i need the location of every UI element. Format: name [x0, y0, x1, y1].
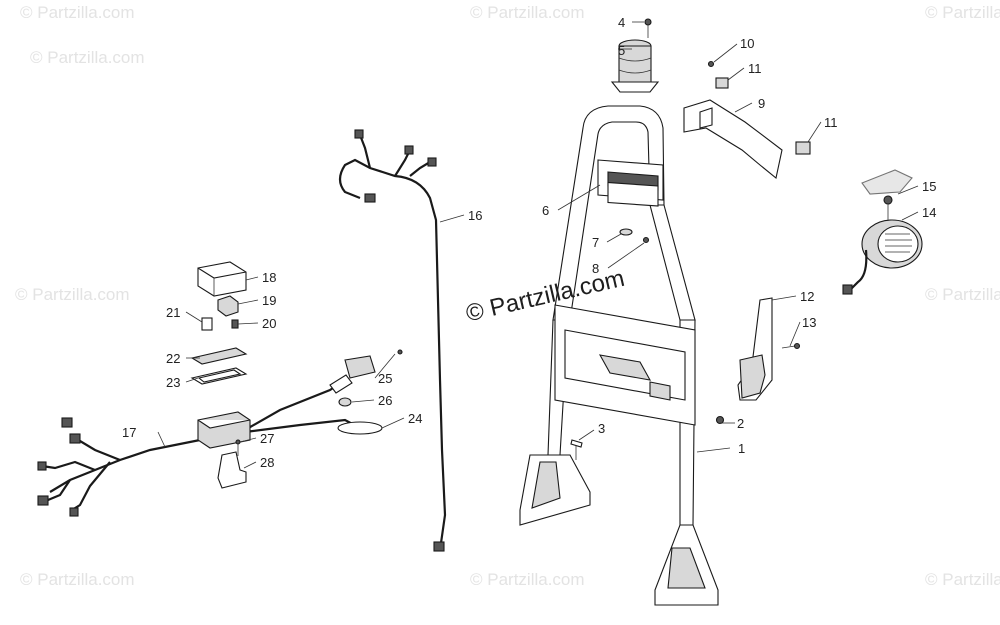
- lens-24: [337, 421, 383, 435]
- callout-14: 14: [922, 205, 936, 220]
- bulb-26: [338, 397, 352, 407]
- callout-5: 5: [618, 43, 625, 58]
- callout-22: 22: [166, 351, 180, 366]
- callout-13: 13: [802, 315, 816, 330]
- fuse-20: [231, 319, 239, 329]
- callout-24: 24: [408, 411, 422, 426]
- fuse-block: [197, 411, 251, 449]
- callout-21: 21: [166, 305, 180, 320]
- callout-3: 3: [598, 421, 605, 436]
- clip-11a: [715, 77, 729, 89]
- relay-19: [217, 295, 239, 317]
- watermark: © Partzilla.com: [20, 3, 135, 22]
- watermark: © Partzilla.com: [470, 570, 585, 589]
- callout-4: 4: [618, 15, 625, 30]
- harness-17: [37, 374, 368, 517]
- screw-13: [781, 342, 801, 350]
- gasket-23: [190, 367, 248, 385]
- watermark: © Partzilla.com: [470, 3, 585, 22]
- callout-11: 11: [748, 61, 762, 76]
- callout-9: 9: [758, 96, 765, 111]
- callout-1: 1: [738, 441, 745, 456]
- callout-7: 7: [592, 235, 599, 250]
- socket-25: [344, 349, 403, 379]
- bracket-28: [217, 451, 247, 489]
- screw-10: [707, 60, 715, 68]
- callout-8: 8: [592, 261, 599, 276]
- callout-27: 27: [260, 431, 274, 446]
- bolt-2: [715, 415, 725, 425]
- callout-11: 11: [824, 115, 838, 130]
- callout-6: 6: [542, 203, 549, 218]
- bracket-15: [861, 169, 913, 220]
- callout-10: 10: [740, 36, 754, 51]
- watermark: © Partzilla.com: [925, 285, 1000, 304]
- callout-12: 12: [800, 289, 814, 304]
- nut-8: [642, 236, 650, 244]
- watermark: © Partzilla.com: [20, 570, 135, 589]
- rack-frame: [519, 105, 719, 606]
- relay-box-18: [197, 261, 247, 297]
- watermark: © Partzilla.com: [925, 3, 1000, 22]
- watermark-layer: © Partzilla.com © Partzilla.com © Partzi…: [15, 3, 1000, 589]
- callout-18: 18: [262, 270, 276, 285]
- callout-2: 2: [737, 416, 744, 431]
- callout-17: 17: [122, 425, 136, 440]
- watermark: © Partzilla.com: [925, 570, 1000, 589]
- callout-25: 25: [378, 371, 392, 386]
- callout-15: 15: [922, 179, 936, 194]
- screw-4: [644, 18, 652, 38]
- callout-28: 28: [260, 455, 274, 470]
- callout-20: 20: [262, 316, 276, 331]
- watermark: © Partzilla.com: [15, 285, 130, 304]
- clip-11b: [795, 141, 811, 155]
- callout-16: 16: [468, 208, 482, 223]
- bracket-9: [683, 99, 783, 179]
- grommet-7: [619, 228, 633, 236]
- harness-16: [338, 129, 447, 552]
- mount-bracket-12: [737, 297, 773, 401]
- fuse-cover-22: [190, 347, 248, 365]
- callout-labels: 1 2 3 4 5 6 7 8 9 10 11 11 12 13 14 15 1…: [122, 15, 936, 470]
- bolt-3: [570, 439, 583, 460]
- callout-26: 26: [378, 393, 392, 408]
- relay-21: [201, 317, 213, 331]
- watermark: © Partzilla.com: [30, 48, 145, 67]
- callout-23: 23: [166, 375, 180, 390]
- callout-19: 19: [262, 293, 276, 308]
- horn-14: [842, 219, 923, 295]
- leader-lines: [157, 21, 919, 469]
